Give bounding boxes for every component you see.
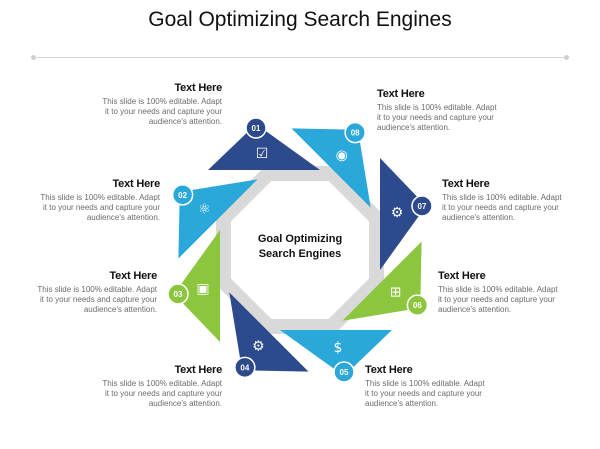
blade-shape [291,128,371,208]
step-blade-02 [178,179,258,259]
body-line: This slide is 100% editable. Adapt [102,97,222,106]
body-line: audience's attention. [377,123,451,132]
blade-shade [380,206,426,270]
step-badge-04 [234,356,256,379]
text-block-07: Text Here This slide is 100% editable. A… [442,178,592,223]
body-line: audience's attention. [148,117,222,126]
gears-icon: ⚙ [391,205,404,221]
body-line: This slide is 100% editable. Adapt [438,285,558,294]
step-badge-01 [245,117,267,139]
body-line: audience's attention. [438,305,512,314]
step-badge-03 [167,283,189,305]
step-blade-08 [291,128,371,208]
body-line: audience's attention. [86,213,160,222]
body-line: it to your needs and capture your [377,113,494,122]
heading-06: Text Here [438,270,486,282]
divider-dot-right [564,55,569,60]
person-gear-icon: ⚙ [252,338,265,354]
blade-shape [280,330,392,376]
center-label-line1: Goal Optimizing [257,233,343,245]
step-number: 08 [351,129,360,138]
blade-shade [280,330,344,376]
blade-shape [229,292,309,372]
text-block-06: Text Here This slide is 100% editable. A… [438,270,588,315]
step-blade-06 [342,241,422,321]
text-block-08: Text Here This slide is 100% editable. A… [377,88,527,133]
divider-line [34,57,566,58]
body-line: audience's attention. [442,213,516,222]
body-line: This slide is 100% editable. Adapt [377,103,497,112]
text-block-04: Text Here This slide is 100% editable. A… [72,364,222,409]
network-icon: ⚛ [198,201,211,217]
body-line: it to your needs and capture your [365,389,482,398]
body-line: it to your needs and capture your [442,203,559,212]
blade-shape [178,179,258,259]
blade-shade [229,292,243,371]
eye-monitor-icon: ◉ [336,148,348,164]
blade-shape [174,230,220,342]
checklist-icon: ☑ [256,146,269,162]
text-block-01: Text Here This slide is 100% editable. A… [72,82,222,127]
slide-title: Goal Optimizing Search Engines [148,8,452,31]
step-number: 03 [174,290,183,299]
body-line: This slide is 100% editable. Adapt [40,193,160,202]
body-line: audience's attention. [148,399,222,408]
body-line: This slide is 100% editable. Adapt [37,285,157,294]
step-number: 04 [240,363,249,372]
body-line: audience's attention. [83,305,157,314]
step-badge-05 [333,361,355,383]
step-badge-07 [411,195,433,217]
heading-02: Text Here [112,178,160,190]
body-line: it to your needs and capture your [105,389,222,398]
body-line: it to your needs and capture your [438,295,555,304]
body-line: This slide is 100% editable. Adapt [102,379,222,388]
step-blade-04 [229,292,309,372]
step-badge-08 [344,121,366,144]
step-number: 01 [252,124,261,133]
money-bag-icon: $ [334,340,343,356]
center-label-line2: Search Engines [258,248,342,260]
step-number: 02 [178,191,187,200]
body-line: This slide is 100% editable. Adapt [365,379,485,388]
step-badge-06 [406,294,429,316]
divider-dot-left [31,55,36,60]
step-number: 06 [413,301,422,310]
heading-04: Text Here [174,364,222,376]
body-line: it to your needs and capture your [43,203,160,212]
blade-shade [256,124,320,170]
text-block-05: Text Here This slide is 100% editable. A… [365,364,515,409]
octagon-center [231,181,369,319]
heading-07: Text Here [442,178,490,190]
step-blade-05 [280,330,392,376]
flowchart-icon: ⊞ [390,285,402,301]
heading-05: Text Here [365,364,413,376]
step-blade-07 [380,158,426,270]
blade-shade [179,179,258,193]
step-blade-03 [174,230,220,342]
step-number: 05 [340,368,349,377]
blade-shade [174,230,220,294]
body-line: it to your needs and capture your [40,295,157,304]
heading-03: Text Here [109,270,157,282]
heading-01: Text Here [174,82,222,94]
blade-shape [342,241,422,321]
step-badge-02 [171,184,194,206]
heading-08: Text Here [377,88,425,100]
monitor-chart-icon: ▣ [196,281,209,297]
body-line: This slide is 100% editable. Adapt [442,193,562,202]
blade-shape [208,124,320,170]
text-block-03: Text Here This slide is 100% editable. A… [7,270,157,315]
step-blade-01 [208,124,320,170]
step-number: 07 [418,202,427,211]
body-line: audience's attention. [365,399,439,408]
text-block-02: Text Here This slide is 100% editable. A… [10,178,160,223]
body-line: it to your needs and capture your [105,107,222,116]
blade-shape [380,158,426,270]
center-label: Goal Optimizing Search Engines [230,232,370,262]
